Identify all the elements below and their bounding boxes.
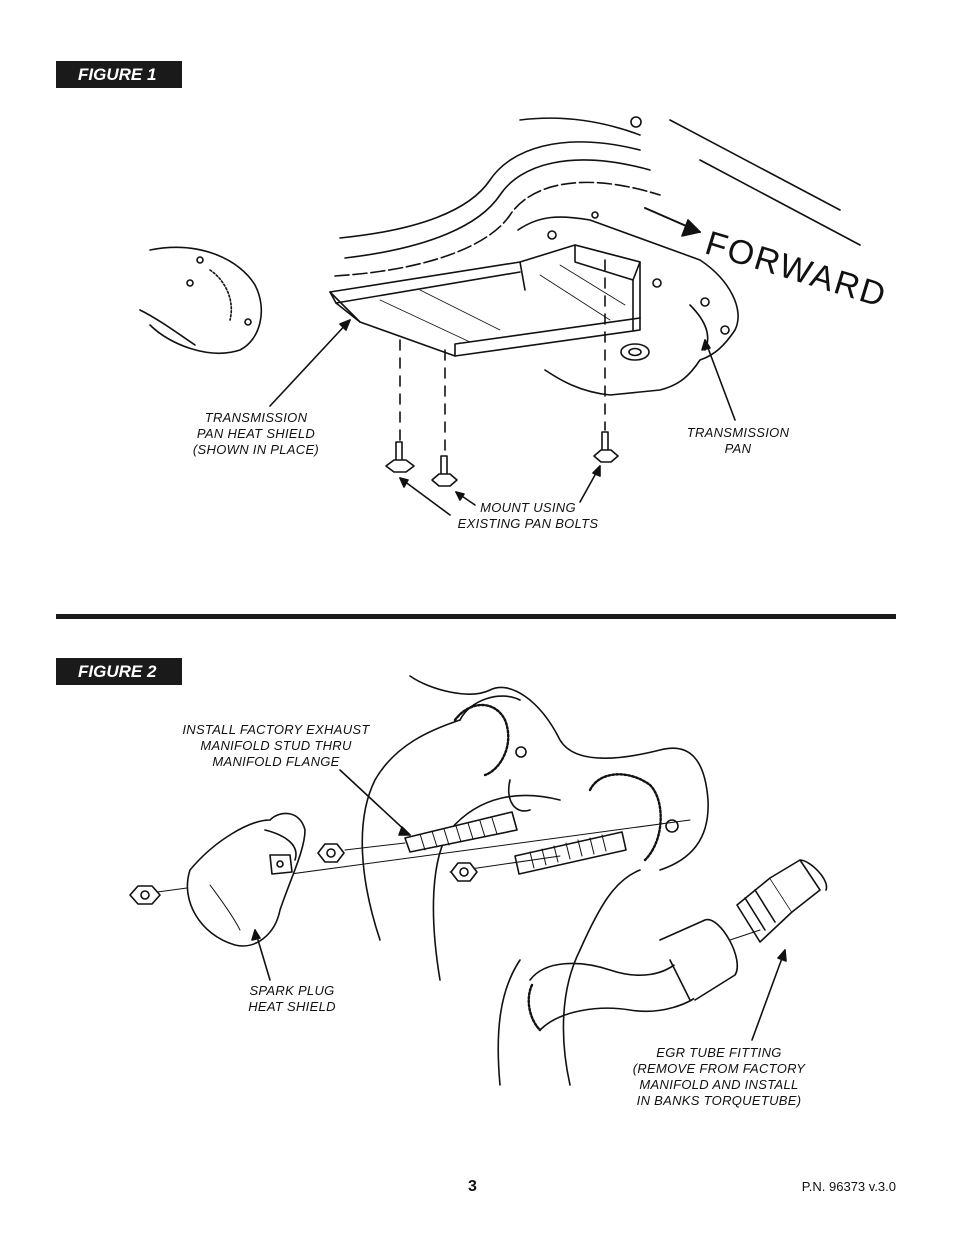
page-number: 3 [468, 1178, 477, 1195]
callout-heat-shield: TRANSMISSION PAN HEAT SHIELD (SHOWN IN P… [176, 410, 336, 458]
part-number: P.N. 96373 v.3.0 [801, 1179, 896, 1194]
callout-transmission-pan: TRANSMISSION PAN [672, 425, 804, 457]
callout-line: EXISTING PAN BOLTS [457, 516, 599, 531]
callout-line: (SHOWN IN PLACE) [192, 442, 320, 457]
callout-line: PAN [724, 441, 752, 456]
callout-line: MANIFOLD STUD THRU [200, 738, 352, 753]
figure-2-label: FIGURE 2 [56, 658, 182, 685]
callout-line: (REMOVE FROM FACTORY [632, 1061, 806, 1076]
section-divider [56, 614, 896, 619]
figure-1-label: FIGURE 1 [56, 61, 182, 88]
callout-pan-bolts: MOUNT USING EXISTING PAN BOLTS [445, 500, 611, 532]
callout-spark-plug-shield: SPARK PLUG HEAT SHIELD [236, 983, 348, 1015]
callout-egr-fitting: EGR TUBE FITTING (REMOVE FROM FACTORY MA… [626, 1045, 812, 1109]
callout-line: TRANSMISSION [686, 425, 790, 440]
callout-line: INSTALL FACTORY EXHAUST [182, 722, 370, 737]
callout-line: MOUNT USING [480, 500, 576, 515]
callout-line: SPARK PLUG [249, 983, 335, 998]
callout-line: IN BANKS TORQUETUBE) [636, 1093, 802, 1108]
callout-line: HEAT SHIELD [248, 999, 336, 1014]
callout-line: MANIFOLD FLANGE [212, 754, 340, 769]
callout-line: EGR TUBE FITTING [656, 1045, 782, 1060]
callout-line: PAN HEAT SHIELD [196, 426, 316, 441]
callout-line: MANIFOLD AND INSTALL [639, 1077, 799, 1092]
callout-manifold-stud: INSTALL FACTORY EXHAUST MANIFOLD STUD TH… [176, 722, 376, 770]
callout-line: TRANSMISSION [204, 410, 308, 425]
